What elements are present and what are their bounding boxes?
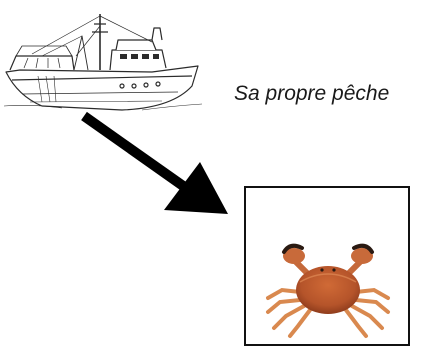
crab-icon <box>260 240 396 340</box>
arrow-down-right-icon <box>78 110 238 220</box>
crab-image-frame <box>244 186 410 346</box>
caption-text: Sa propre pêche <box>234 82 389 106</box>
fishing-boat-icon <box>2 6 212 118</box>
